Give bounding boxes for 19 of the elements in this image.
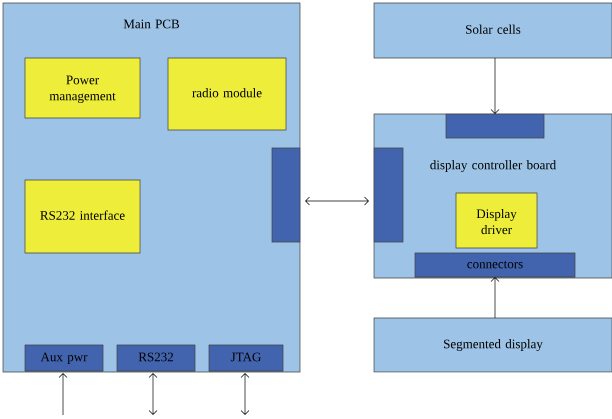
module-box: radio module	[168, 58, 286, 130]
connector-box: RS232	[116, 344, 196, 372]
module-box: Display driver	[456, 192, 538, 248]
module-box: Power management	[24, 58, 140, 118]
arrow	[490, 276, 500, 318]
connector-box: Aux pwr	[24, 344, 104, 372]
module-box: RS232 interface	[24, 180, 140, 254]
arrow	[58, 373, 68, 416]
arrow	[490, 58, 500, 114]
arrow	[148, 372, 158, 415]
connector-box: connectors	[414, 252, 576, 278]
arrow	[305, 196, 369, 206]
connector-box	[446, 114, 544, 138]
board-box: Segmented display	[374, 318, 612, 372]
board-box: Solar cells	[374, 2, 612, 58]
connector-box	[272, 148, 300, 242]
connector-box: JTAG	[208, 344, 284, 372]
arrow	[240, 373, 250, 415]
connector-box	[374, 148, 404, 242]
